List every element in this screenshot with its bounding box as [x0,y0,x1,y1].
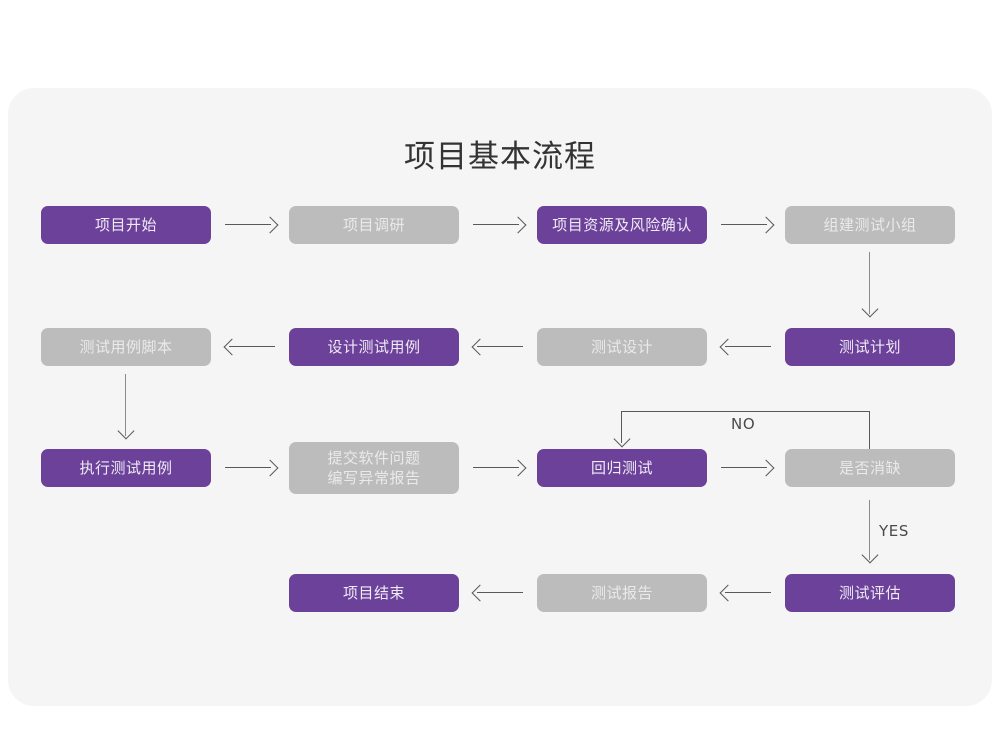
arrow-n3-n4-line [721,224,767,225]
node-project-research[interactable]: 项目调研 [289,206,459,244]
arrow-n2-n3-line [473,224,519,225]
arrow-n14-n15-line [477,592,523,593]
arrow-n7-n8-line [229,346,275,347]
arrow-n11-n12-line [721,467,767,468]
arrow-n1-n2-head [261,216,279,234]
arrow-n8-n9-head [117,422,135,440]
arrow-n4-n5-line [869,252,870,314]
arrow-n9-n10-head [261,459,279,477]
node-build-test-team[interactable]: 组建测试小组 [785,206,955,244]
arrow-n11-n12-head [757,459,775,477]
arrow-n14-n15-head [471,584,489,602]
arrow-n7-n8-head [223,338,241,356]
arrow-n13-n14-line [725,592,771,593]
node-project-start[interactable]: 项目开始 [41,206,211,244]
node-test-report[interactable]: 测试报告 [537,574,707,612]
no-loop-left-segment [621,411,622,443]
arrow-n6-n7-head [471,338,489,356]
arrow-n6-n7-line [477,346,523,347]
arrow-n3-n4-head [757,216,775,234]
no-loop-top-segment [621,411,870,412]
arrow-n2-n3-head [509,216,527,234]
node-resource-risk-confirm[interactable]: 项目资源及风险确认 [537,206,707,244]
edge-label-yes: YES [879,522,909,540]
arrow-n12-n13-line [869,500,870,560]
node-project-end[interactable]: 项目结束 [289,574,459,612]
arrow-n5-n6-head [719,338,737,356]
arrow-n12-n13-head [861,546,879,564]
page-title: 项目基本流程 [404,139,596,175]
arrow-n4-n5-head [861,300,879,318]
node-execute-test-case[interactable]: 执行测试用例 [41,449,211,487]
arrow-n10-n11-line [473,467,519,468]
arrow-n13-n14-head [719,584,737,602]
arrow-n10-n11-head [509,459,527,477]
node-test-plan[interactable]: 测试计划 [785,328,955,366]
node-submit-issue-report[interactable]: 提交软件问题 编写异常报告 [289,442,459,494]
no-loop-arrow-head [613,430,631,448]
arrow-n5-n6-line [725,346,771,347]
arrow-n1-n2-line [225,224,271,225]
node-test-design[interactable]: 测试设计 [537,328,707,366]
node-test-evaluation[interactable]: 测试评估 [785,574,955,612]
node-regression-test[interactable]: 回归测试 [537,449,707,487]
no-loop-right-segment [869,411,870,450]
arrow-n9-n10-line [225,467,271,468]
node-test-case-script[interactable]: 测试用例脚本 [41,328,211,366]
node-defect-resolved-decision[interactable]: 是否消缺 [785,449,955,487]
arrow-n8-n9-line [125,374,126,436]
node-design-test-case[interactable]: 设计测试用例 [289,328,459,366]
edge-label-no: NO [731,415,756,433]
